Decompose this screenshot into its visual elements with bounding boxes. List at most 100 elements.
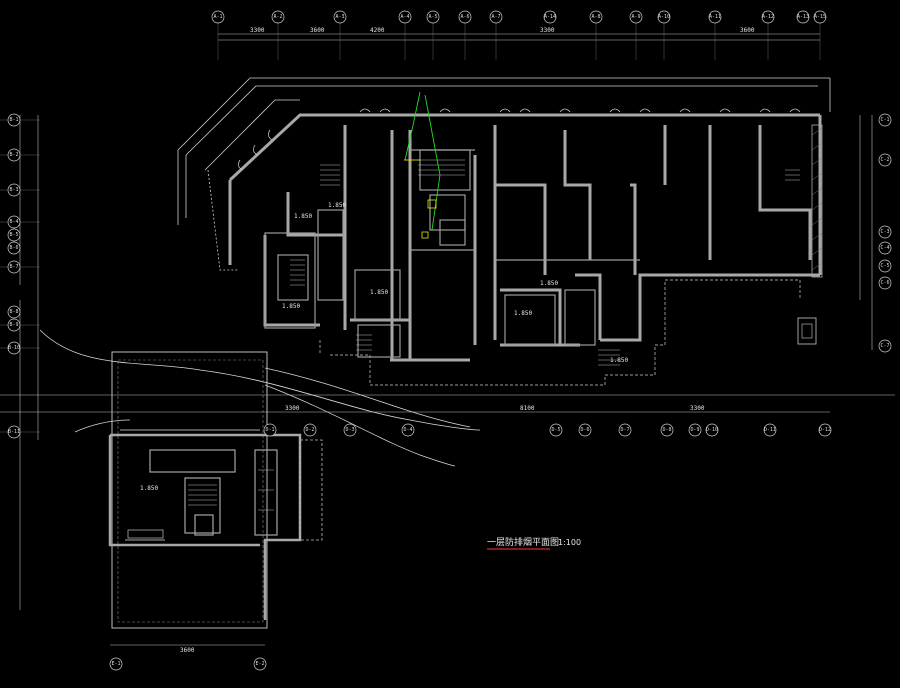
grid-bubbles-right: C-1 C-2 C-3 C-4 C-5 C-6 C-7: [878, 113, 892, 353]
drawing-scale: 1:100: [558, 538, 581, 547]
room-label: 1.850: [140, 485, 158, 492]
grid-bubble: A-15: [813, 10, 827, 24]
grid-bubble: D-3: [343, 423, 357, 437]
room-label: 1.850: [328, 202, 346, 209]
room-label: 1.850: [610, 357, 628, 364]
annex-stair-hatching: [188, 469, 274, 511]
svg-text:B-9: B-9: [9, 322, 18, 328]
svg-text:E-2: E-2: [255, 661, 264, 667]
svg-text:A-12: A-12: [762, 14, 774, 20]
dimension-label: 3300: [690, 405, 705, 412]
svg-text:A-11: A-11: [709, 14, 721, 20]
grid-bubble: B-1: [7, 113, 21, 127]
grid-bubble: C-1: [878, 113, 892, 127]
grid-bubble: A-12: [761, 10, 775, 24]
room-label: 1.850: [514, 310, 532, 317]
drawing-title-block: 一层防排烟平面图 1:100: [487, 536, 581, 550]
svg-text:C-6: C-6: [880, 280, 889, 286]
svg-text:D-9: D-9: [690, 427, 699, 433]
grid-bubble: B-7: [7, 260, 21, 274]
grid-bubble: B-11: [7, 425, 21, 439]
grid-bubble: A-10: [657, 10, 671, 24]
svg-text:A-15: A-15: [814, 14, 826, 20]
svg-text:D-7: D-7: [620, 427, 629, 433]
svg-text:C-4: C-4: [880, 245, 889, 251]
grid-bubble: A-14: [543, 10, 557, 24]
svg-text:A-5: A-5: [428, 14, 437, 20]
grid-bubble: D-9: [688, 423, 702, 437]
dimension-label: 3300: [285, 405, 300, 412]
dimension-label: 3600: [740, 27, 755, 34]
room-label: 1.850: [370, 289, 388, 296]
dimension-lines: [0, 33, 895, 646]
svg-text:C-7: C-7: [880, 343, 889, 349]
main-building-dashed-outline: [319, 279, 801, 386]
grid-bubble: A-1: [211, 10, 225, 24]
svg-text:A-1: A-1: [213, 14, 222, 20]
svg-text:B-1: B-1: [9, 117, 18, 123]
dimension-label: 3600: [180, 647, 195, 654]
svg-text:A-6: A-6: [460, 14, 469, 20]
svg-text:A-2: A-2: [273, 14, 282, 20]
room-labels: 1.850 1.850 1.850 1.850 1.850 1.850 1.85…: [140, 202, 628, 492]
grid-bubble: A-11: [708, 10, 722, 24]
right-hatched-wall: [811, 124, 823, 278]
svg-text:B-7: B-7: [9, 264, 18, 270]
grid-bubble: A-8: [589, 10, 603, 24]
grid-bubble: C-6: [878, 276, 892, 290]
svg-text:A-13: A-13: [797, 14, 809, 20]
grid-bubble: C-5: [878, 259, 892, 273]
grid-bubble: B-5: [7, 228, 21, 242]
svg-text:D-1: D-1: [265, 427, 274, 433]
svg-text:D-11: D-11: [764, 427, 776, 433]
grid-bubble: A-5: [426, 10, 440, 24]
grid-bubble: C-4: [878, 241, 892, 255]
dimension-labels: 3300 3600 4200 3300 3600 3300 8100 3300 …: [180, 27, 755, 654]
grid-bubble: D-11: [763, 423, 777, 437]
detail-box-inner: [801, 323, 813, 339]
grid-bubble: A-4: [398, 10, 412, 24]
svg-text:D-8: D-8: [662, 427, 671, 433]
room-label: 1.850: [294, 213, 312, 220]
grid-bubble: D-4: [401, 423, 415, 437]
dimension-label: 3300: [250, 27, 265, 34]
svg-text:C-2: C-2: [880, 157, 889, 163]
grid-bubble: D-12: [818, 423, 832, 437]
grid-bubble: C-7: [878, 339, 892, 353]
room-label: 1.850: [540, 280, 558, 287]
svg-text:A-7: A-7: [491, 14, 500, 20]
svg-text:A-8: A-8: [591, 14, 600, 20]
svg-text:A-4: A-4: [400, 14, 409, 20]
svg-text:D-6: D-6: [580, 427, 589, 433]
smoke-exhaust-lines: [404, 91, 441, 239]
grid-bubble: A-6: [458, 10, 472, 24]
svg-text:D-12: D-12: [819, 427, 831, 433]
grid-bubbles-bottom: E-1 E-2: [109, 657, 267, 671]
grid-bubble: A-9: [629, 10, 643, 24]
grid-bubble: B-3: [7, 183, 21, 197]
facade-window-symbols: [238, 108, 801, 171]
svg-text:A-10: A-10: [658, 14, 670, 20]
grid-bubbles-top: A-1 A-2 A-3 A-4 A-5 A-6 A-7 A-8 A-9 A-10…: [211, 10, 827, 24]
dimension-label: 8100: [520, 405, 535, 412]
grid-bubble: E-2: [253, 657, 267, 671]
svg-text:B-8: B-8: [9, 309, 18, 315]
dimension-label: 3600: [310, 27, 325, 34]
svg-text:D-10: D-10: [706, 427, 718, 433]
grid-bubbles-left: B-1 B-2 B-3 B-4 B-5 B-6 B-7 B-8 B-9 B-10…: [7, 113, 21, 439]
svg-text:E-1: E-1: [111, 661, 120, 667]
svg-text:A-14: A-14: [544, 14, 556, 20]
svg-text:C-5: C-5: [880, 263, 889, 269]
grid-bubble: A-7: [489, 10, 503, 24]
grid-bubble: B-6: [7, 241, 21, 255]
grid-bubble: D-7: [618, 423, 632, 437]
drawing-title: 一层防排烟平面图: [487, 536, 559, 548]
svg-text:C-1: C-1: [880, 117, 889, 123]
svg-text:A-3: A-3: [335, 14, 344, 20]
exterior-outline: [177, 77, 831, 271]
svg-text:B-4: B-4: [9, 219, 18, 225]
svg-text:B-10: B-10: [8, 345, 20, 351]
svg-text:D-5: D-5: [551, 427, 560, 433]
grid-bubble: E-1: [109, 657, 123, 671]
